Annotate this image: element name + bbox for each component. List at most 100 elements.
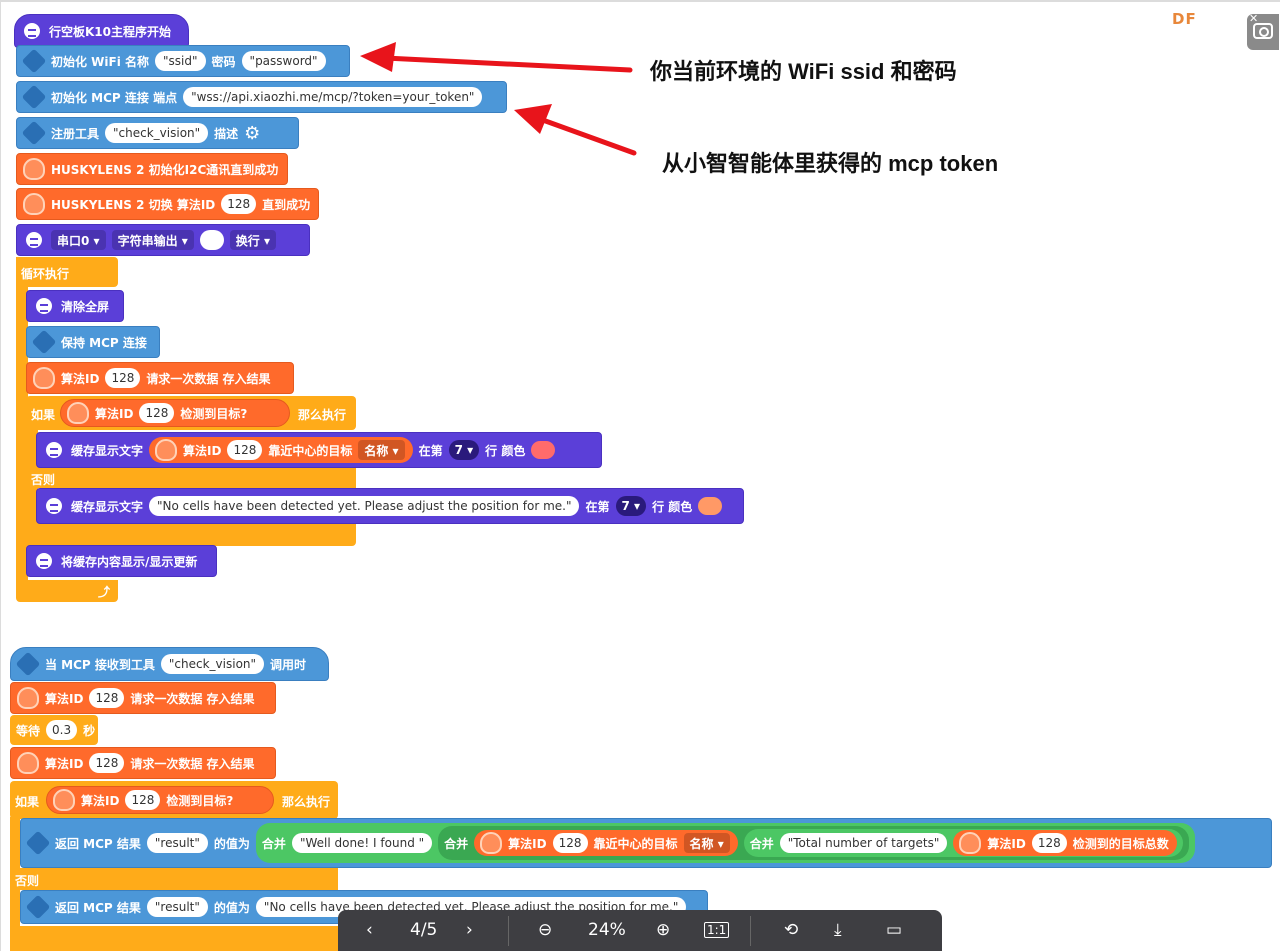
row-dropdown[interactable]: 7 ▾ (448, 440, 480, 460)
if-arm (26, 428, 38, 548)
rotate-icon[interactable]: ⟲ (784, 920, 799, 940)
comment-icon[interactable]: ▭ (886, 920, 903, 940)
algo-label: 算法ID (45, 756, 84, 771)
field-dropdown[interactable]: 名称 ▾ (358, 440, 405, 460)
color-picker[interactable] (531, 441, 556, 459)
close-icon[interactable]: ✕ (1249, 12, 1259, 25)
gear-icon[interactable]: ⚙ (244, 122, 261, 144)
join-reporter-outer[interactable]: 合并 "Well done! I found " 合并 算法ID 128 靠近中… (255, 823, 1195, 863)
detected-condition[interactable]: 算法ID 128 检测到目标? (60, 399, 290, 427)
register-tool-block[interactable]: 注册工具 "check_vision" 描述 ⚙ (16, 117, 299, 149)
arrow-to-token (514, 104, 637, 156)
join-reporter-innermost[interactable]: 合并 "Total number of targets" 算法ID 128 检测… (743, 829, 1183, 857)
output-mode-dropdown[interactable]: 字符串输出 ▾ (111, 230, 194, 250)
husky-init-block[interactable]: HUSKYLENS 2 初始化I2C通讯直到成功 (16, 153, 288, 185)
reporter-target-label: 靠近中心的目标 (268, 443, 353, 458)
if-foot-2 (10, 926, 338, 951)
display-update-block[interactable]: 将缓存内容显示/显示更新 (26, 545, 217, 577)
wait-block[interactable]: 等待 0.3 秒 (10, 715, 98, 745)
zoom-in-icon[interactable]: ⊕ (656, 920, 671, 940)
toolbar-divider (750, 916, 751, 946)
cond-algo-label: 算法ID (81, 793, 120, 808)
wifi-label: 初始化 WiFi 名称 (51, 54, 150, 69)
reporter-id-input[interactable]: 128 (1031, 833, 1067, 853)
color-picker[interactable] (698, 497, 723, 515)
total-targets-reporter[interactable]: 算法ID 128 检测到的目标总数 (953, 830, 1177, 856)
cond-suffix: 检测到目标? (166, 793, 234, 808)
wifi-init-block[interactable]: 初始化 WiFi 名称 "ssid" 密码 "password" (16, 45, 350, 77)
detected-condition-2[interactable]: 算法ID 128 检测到目标? (46, 786, 274, 814)
description-label: 描述 (214, 126, 239, 141)
then-label: 那么执行 (282, 795, 331, 809)
wait-seconds-input[interactable]: 0.3 (46, 720, 78, 740)
join-label: 合并 (261, 836, 286, 851)
result-key-input[interactable]: "result" (146, 833, 208, 853)
arrow-to-wifi (360, 42, 633, 73)
algo-id-input[interactable]: 128 (89, 753, 125, 773)
cache-label: 缓存显示文字 (71, 443, 144, 458)
join-text-input-2[interactable]: "Total number of targets" (779, 833, 948, 853)
cache-text-input[interactable]: "No cells have been detected yet. Please… (149, 496, 580, 516)
download-icon[interactable]: ⤓ (834, 920, 842, 940)
field-dropdown[interactable]: 名称 ▾ (683, 833, 730, 853)
loop-block[interactable] (16, 257, 118, 287)
actual-size-icon[interactable]: 1:1 (704, 922, 730, 938)
huskylens-icon (959, 832, 982, 854)
reporter-id-input[interactable]: 128 (552, 833, 588, 853)
closest-target-reporter[interactable]: 算法ID 128 靠近中心的目标 名称 ▾ (149, 437, 413, 463)
huskylens-icon (480, 832, 503, 854)
huskylens-icon (17, 687, 39, 709)
row-dropdown[interactable]: 7 ▾ (615, 496, 647, 516)
algo-label: 算法ID (45, 691, 84, 706)
event-tool-name-input[interactable]: "check_vision" (160, 654, 265, 674)
algo-id-input[interactable]: 128 (105, 368, 141, 388)
mcp-init-block[interactable]: 初始化 MCP 连接 端点 "wss://api.xiaozhi.me/mcp/… (16, 81, 507, 113)
algo-id-input[interactable]: 128 (89, 688, 125, 708)
result-key-input[interactable]: "result" (146, 897, 208, 917)
k10-icon (33, 295, 55, 317)
if-label: 如果 (31, 408, 56, 422)
algo-label: 算法ID (61, 371, 100, 386)
reporter-id-input[interactable]: 128 (227, 440, 263, 460)
cache-text-block-1[interactable]: 缓存显示文字 算法ID 128 靠近中心的目标 名称 ▾ 在第 7 ▾ 行 颜色 (36, 432, 602, 468)
password-input[interactable]: "password" (241, 51, 326, 71)
endpoint-input[interactable]: "wss://api.xiaozhi.me/mcp/?token=your_to… (183, 87, 483, 107)
request-data-block-2b[interactable]: 算法ID 128 请求一次数据 存入结果 (10, 747, 276, 779)
cond-id-input[interactable]: 128 (139, 403, 175, 423)
ssid-input[interactable]: "ssid" (155, 51, 206, 71)
keep-mcp-block[interactable]: 保持 MCP 连接 (26, 326, 160, 358)
screenshot-close-button[interactable]: ✕ (1247, 12, 1279, 50)
closest-target-reporter[interactable]: 算法ID 128 靠近中心的目标 名称 ▾ (474, 830, 738, 856)
huskylens-icon (155, 439, 178, 461)
k10-icon (21, 20, 43, 42)
tool-name-input[interactable]: "check_vision" (105, 123, 209, 143)
row-label: 在第 (585, 499, 610, 514)
join-reporter-inner[interactable]: 合并 算法ID 128 靠近中心的目标 名称 ▾ 合并 "Total numbe… (438, 826, 1189, 860)
algo-id-input[interactable]: 128 (221, 194, 257, 214)
serial-output-block[interactable]: 串口0 ▾ 字符串输出 ▾ 换行 ▾ (16, 224, 310, 256)
df-logo: DF (1172, 10, 1197, 28)
wifi-annotation: 你当前环境的 WiFi ssid 和密码 (650, 59, 957, 84)
return-mcp-result-block-1[interactable]: 返回 MCP 结果 "result" 的值为 合并 "Well done! I … (20, 818, 1272, 868)
mcp-tool-event-block[interactable]: 当 MCP 接收到工具 "check_vision" 调用时 (10, 647, 329, 681)
loop-label: 循环执行 (21, 267, 70, 281)
cache-text-block-2[interactable]: 缓存显示文字 "No cells have been detected yet.… (36, 488, 744, 524)
cond-id-input[interactable]: 128 (125, 790, 161, 810)
request-data-block-2a[interactable]: 算法ID 128 请求一次数据 存入结果 (10, 682, 276, 714)
serial-port-dropdown[interactable]: 串口0 ▾ (51, 230, 106, 250)
serial-text-input[interactable] (199, 230, 224, 250)
on-tool-label: 当 MCP 接收到工具 (45, 657, 155, 672)
k10-icon (23, 229, 45, 251)
zoom-out-icon[interactable]: ⊖ (538, 920, 553, 940)
newline-dropdown[interactable]: 换行 ▾ (229, 230, 276, 250)
k10-main-start-block[interactable]: 行空板K10主程序开始 (14, 14, 189, 48)
clear-screen-block[interactable]: 清除全屏 (26, 290, 124, 322)
next-page-icon[interactable]: › (466, 920, 473, 940)
husky-switch-block[interactable]: HUSKYLENS 2 切换 算法ID 128 直到成功 (16, 188, 319, 220)
request-data-block[interactable]: 算法ID 128 请求一次数据 存入结果 (26, 362, 294, 394)
join-text-input-1[interactable]: "Well done! I found " (291, 833, 433, 853)
prev-page-icon[interactable]: ‹ (366, 920, 373, 940)
frame-left (0, 0, 1, 951)
join-label: 合并 (749, 836, 774, 851)
